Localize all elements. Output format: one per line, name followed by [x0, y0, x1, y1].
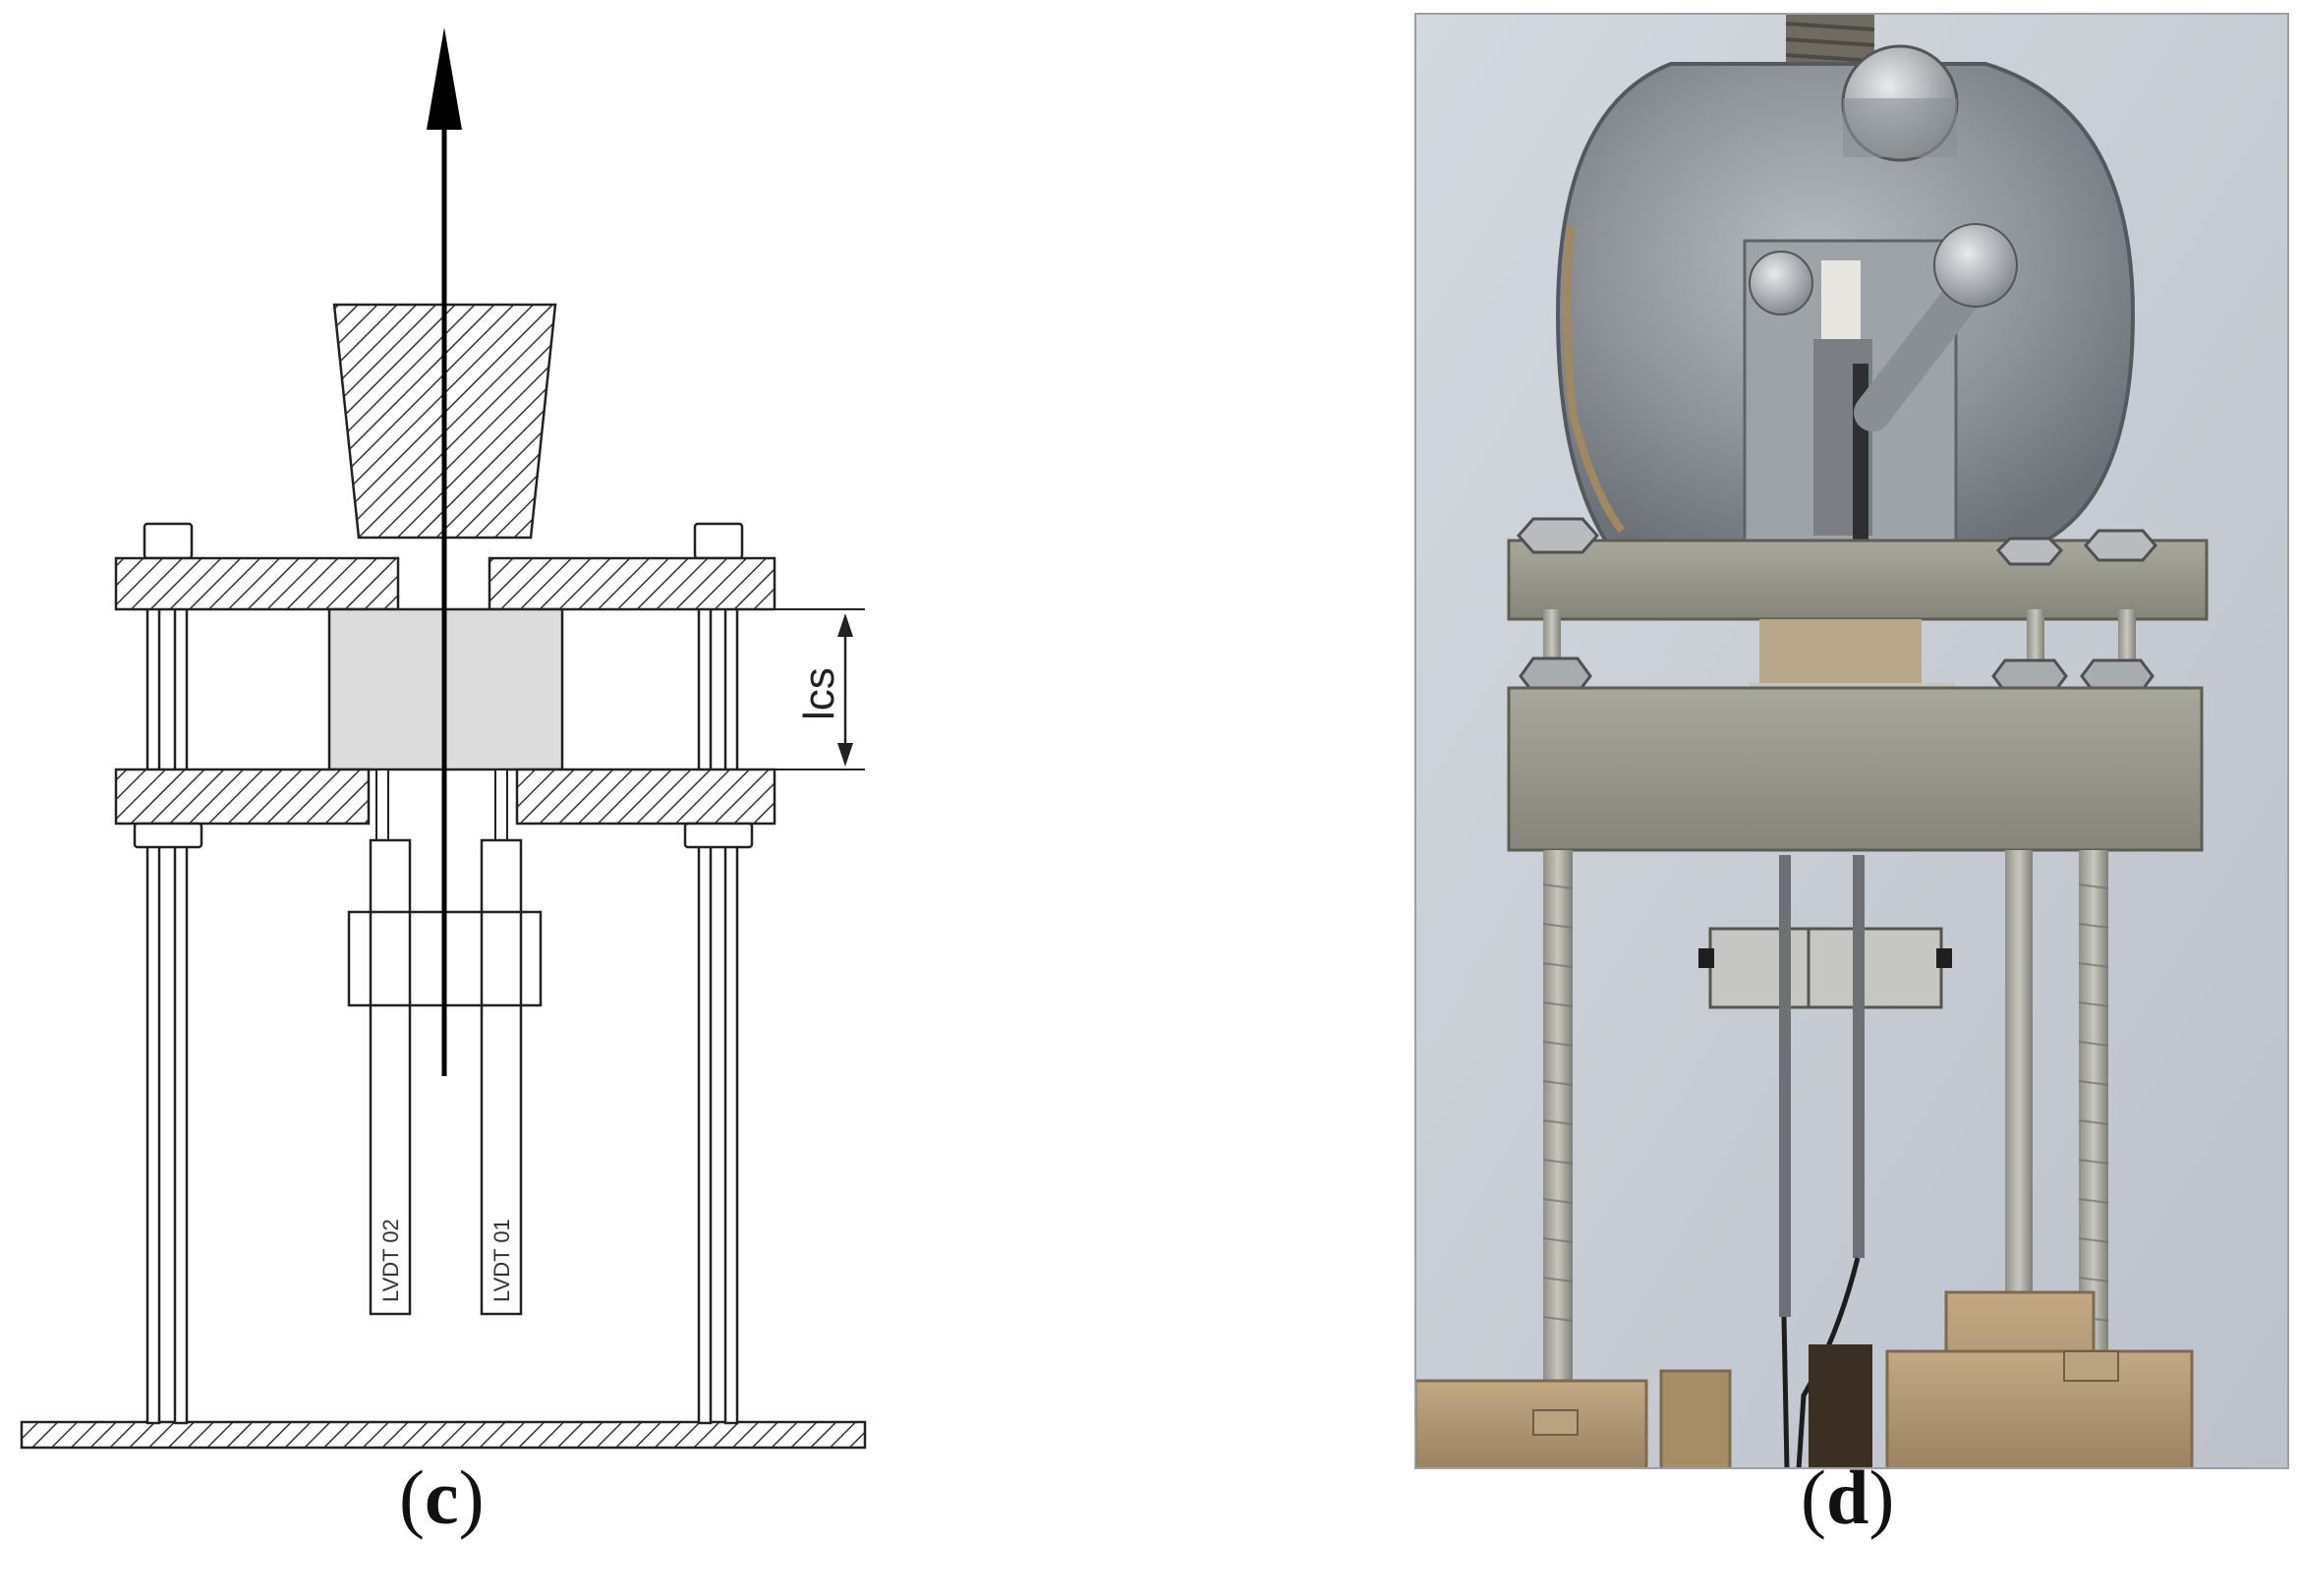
lvdt-01-label: LVDT 01: [489, 1219, 514, 1302]
photo-lvdt-probe-left: [1779, 855, 1791, 1317]
lvdt-01-shaft: [494, 769, 508, 841]
base-plate: [20, 1420, 867, 1450]
panel-letter-d: d: [1825, 1454, 1869, 1540]
left-rod: [145, 529, 189, 1425]
load-arrow-head: [427, 28, 462, 130]
photo-upper-plate: [1507, 539, 2209, 621]
photo-base-block-left: [1415, 1379, 1648, 1468]
top-plate-right: [488, 556, 776, 611]
nut-bottom-right: [683, 822, 754, 849]
photo-lvdt-clamp: [1708, 927, 1943, 1009]
photo-nut: [1516, 517, 1600, 554]
lvdt-02-label: LVDT 02: [378, 1219, 403, 1302]
nut-bottom-left: [133, 822, 203, 849]
lvdt-01-body: [480, 838, 523, 1316]
photo-lever: [1854, 266, 1989, 431]
panel-label-c: (c): [399, 1454, 485, 1540]
nut-top-left: [143, 522, 194, 560]
photo-lever-ball: [1933, 223, 2018, 308]
photo-lower-plate: [1507, 686, 2204, 852]
photo-lvdt-probe-right: [1853, 855, 1865, 1258]
schematic-diagram: lcs LVDT 02 LVDT 01: [20, 28, 867, 1450]
panel-letter-c: c: [424, 1454, 459, 1540]
lvdt-02-body: [369, 838, 412, 1316]
photo-rod-left: [1543, 850, 1573, 1468]
test-rig-photograph: [1414, 13, 2289, 1469]
nut-top-right: [693, 522, 744, 560]
lvdt-02-shaft: [375, 769, 389, 841]
bottom-plate-right: [515, 768, 776, 826]
dimension-lcs-label: lcs: [795, 667, 843, 720]
bottom-plate-left: [114, 768, 371, 826]
top-plate-left: [114, 556, 400, 611]
right-rod: [697, 529, 739, 1425]
panel-label-d: (d): [1801, 1454, 1895, 1540]
dimension-lcs: lcs: [562, 608, 865, 770]
